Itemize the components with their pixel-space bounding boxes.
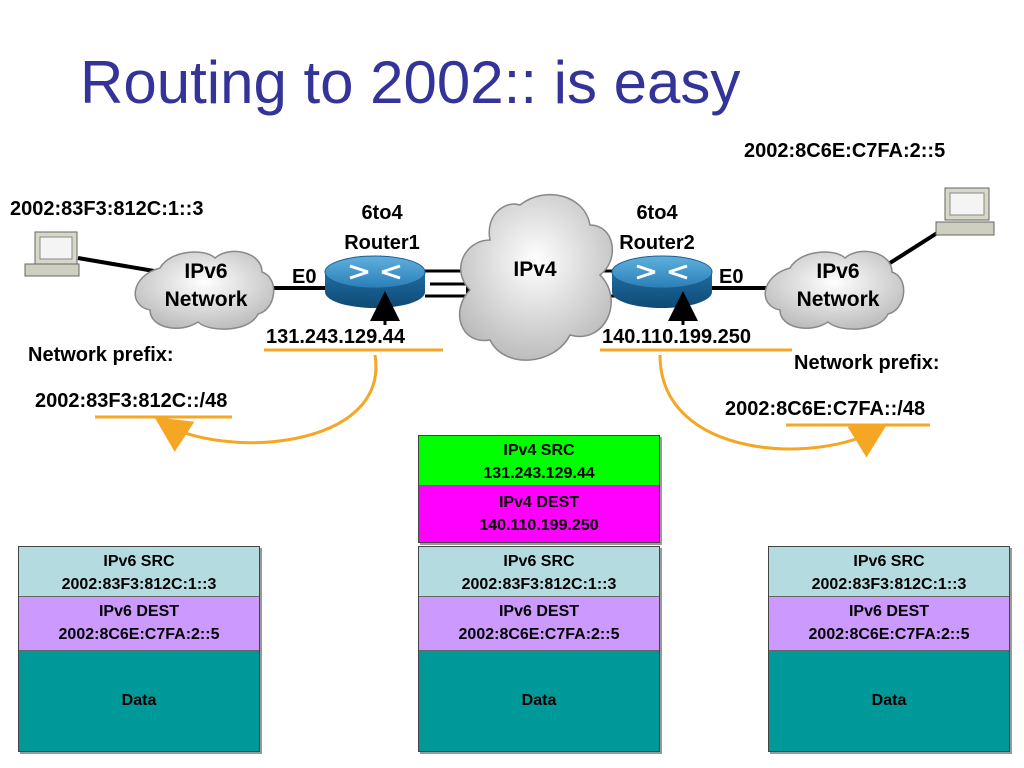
packet-middle-ipv4-dest-label: IPv4 DEST	[498, 494, 580, 511]
packet-left-ipv6-src-value: 2002:83F3:812C:1::3	[61, 576, 217, 593]
packet-middle-ipv6-src-label: IPv6 SRC	[503, 553, 575, 570]
router1-ipv4-address: 131.243.129.44	[266, 326, 406, 348]
ipv4-cloud-icon	[459, 193, 614, 361]
computer-left-icon	[24, 231, 80, 277]
packet-middle: IPv6 SRC 2002:83F3:812C:1::3 IPv6 DEST 2…	[418, 546, 660, 752]
ipv6-network-right-label: IPv6 Network	[796, 260, 880, 311]
packet-middle-ipv4-src-label: IPv4 SRC	[503, 442, 575, 459]
router2-label: 6to4 Router2	[605, 198, 709, 258]
packet-middle-ipv4-dest-value: 140.110.199.250	[479, 517, 599, 534]
packet-middle-ipv6-dest: IPv6 DEST 2002:8C6E:C7FA:2::5	[419, 597, 659, 651]
packet-right: IPv6 SRC 2002:83F3:812C:1::3 IPv6 DEST 2…	[768, 546, 1010, 752]
prefix-left-label: Network prefix:	[28, 344, 174, 366]
packet-left-ipv6-dest: IPv6 DEST 2002:8C6E:C7FA:2::5	[19, 597, 259, 651]
packet-left-ipv6-src: IPv6 SRC 2002:83F3:812C:1::3	[19, 547, 259, 597]
link-host-left	[77, 256, 161, 274]
packet-right-ipv6-src-value: 2002:83F3:812C:1::3	[811, 576, 967, 593]
packet-middle-data: Data	[419, 651, 659, 751]
packet-middle-ipv6-src-value: 2002:83F3:812C:1::3	[461, 576, 617, 593]
router1-interface-label: E0	[292, 266, 317, 288]
packet-middle-ipv6-dest-value: 2002:8C6E:C7FA:2::5	[458, 626, 620, 643]
packet-left: IPv6 SRC 2002:83F3:812C:1::3 IPv6 DEST 2…	[18, 546, 260, 752]
prefix-right-value: 2002:8C6E:C7FA::/48	[725, 398, 926, 420]
host-left-address: 2002:83F3:812C:1::3	[10, 198, 204, 220]
prefix-right-curve-arrow	[658, 354, 888, 458]
packet-left-ipv6-dest-label: IPv6 DEST	[98, 603, 180, 620]
router2-label-line1: 6to4	[636, 202, 678, 224]
packet-right-ipv6-dest-label: IPv6 DEST	[848, 603, 930, 620]
router1-label: 6to4 Router1	[330, 198, 434, 258]
router1-icon	[324, 255, 426, 308]
router2-interface-label: E0	[719, 266, 744, 288]
packet-left-ipv6-src-label: IPv6 SRC	[103, 553, 175, 570]
packet-left-data: Data	[19, 651, 259, 751]
router2-ipv4-address: 140.110.199.250	[602, 326, 752, 348]
computer-right-icon	[935, 187, 995, 236]
ipv4-cloud-label: IPv4	[513, 258, 557, 281]
router1-label-line2: Router1	[344, 232, 420, 254]
router1-label-line1: 6to4	[361, 202, 403, 224]
router2-label-line2: Router2	[619, 232, 695, 254]
packet-right-ipv6-dest-value: 2002:8C6E:C7FA:2::5	[808, 626, 970, 643]
packet-middle-ipv4-src-value: 131.243.129.44	[483, 465, 595, 482]
ipv6-network-left-label: IPv6 Network	[164, 260, 248, 311]
packet-right-ipv6-src-label: IPv6 SRC	[853, 553, 925, 570]
router2-icon	[611, 255, 713, 308]
prefix-right-label: Network prefix:	[794, 352, 940, 374]
host-right-address: 2002:8C6E:C7FA:2::5	[744, 140, 946, 162]
packet-middle-ipv4-src: IPv4 SRC 131.243.129.44	[419, 436, 659, 486]
packet-right-ipv6-dest: IPv6 DEST 2002:8C6E:C7FA:2::5	[769, 597, 1009, 651]
page-title: Routing to 2002:: is easy	[80, 49, 741, 116]
packet-ipv4-header: IPv4 SRC 131.243.129.44 IPv4 DEST 140.11…	[418, 435, 660, 543]
packet-middle-ipv4-dest: IPv4 DEST 140.110.199.250	[419, 486, 659, 542]
prefix-left-value: 2002:83F3:812C::/48	[35, 390, 228, 412]
ipv6-cloud-right-icon	[764, 250, 905, 330]
packet-left-ipv6-dest-value: 2002:8C6E:C7FA:2::5	[58, 626, 220, 643]
packet-right-ipv6-src: IPv6 SRC 2002:83F3:812C:1::3	[769, 547, 1009, 597]
ipv6-cloud-left-icon	[134, 250, 275, 330]
packet-middle-ipv6-dest-label: IPv6 DEST	[498, 603, 580, 620]
packet-right-data: Data	[769, 651, 1009, 751]
prefix-left-curve-arrow	[154, 354, 378, 452]
packet-middle-ipv6-src: IPv6 SRC 2002:83F3:812C:1::3	[419, 547, 659, 597]
